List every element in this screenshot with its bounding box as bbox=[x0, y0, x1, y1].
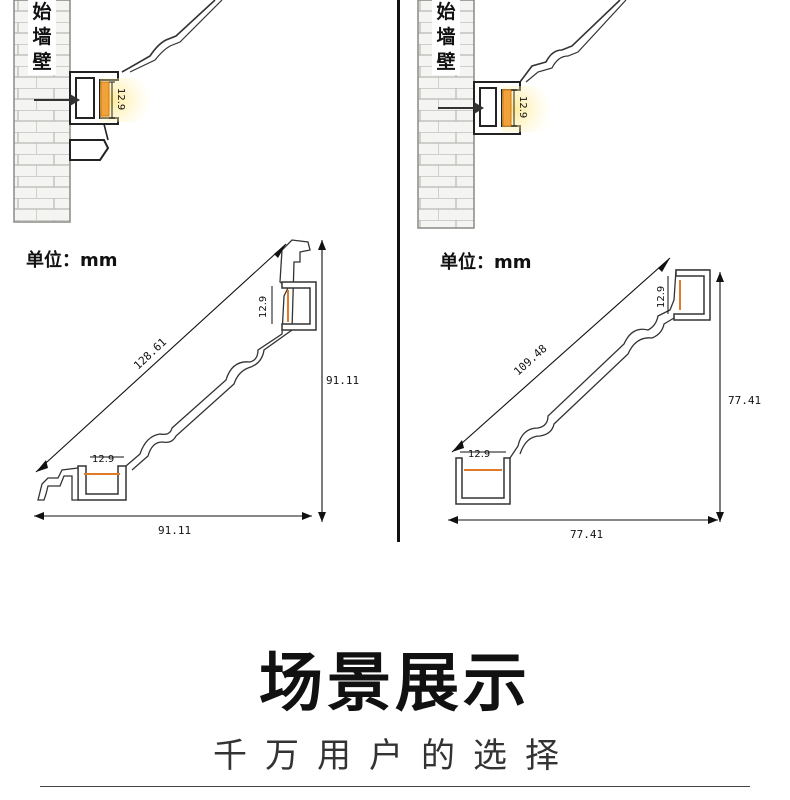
right-width-dim: 77.41 bbox=[570, 528, 603, 541]
left-unit-label: 单位：mm bbox=[26, 250, 118, 271]
left-diagram-panel: 12.9 128.61 12.9 12.9 91.11 91.11 始 墙 壁 bbox=[0, 0, 398, 545]
cornice-outline bbox=[121, 0, 216, 73]
right-led-dim-label: 12.9 bbox=[517, 96, 528, 118]
center-divider bbox=[397, 0, 400, 542]
slanted-profile bbox=[509, 269, 709, 459]
left-wall-label: 始 墙 壁 bbox=[28, 0, 56, 75]
upper-channel bbox=[281, 281, 317, 331]
left-diagram-svg: 12.9 128.61 12.9 12.9 91.11 91.11 bbox=[13, 0, 359, 537]
right-inner-dim-top: 12.9 bbox=[656, 286, 667, 308]
scene-title: 场景展示 bbox=[259, 647, 531, 721]
left-inner-dim-top: 12.9 bbox=[258, 296, 269, 318]
left-diagonal-dim-line bbox=[35, 243, 287, 473]
right-inner-dim-bottom: 12.9 bbox=[468, 449, 490, 460]
right-diagonal-dim: 109.48 bbox=[511, 342, 549, 378]
left-led-dim-label: 12.9 bbox=[115, 88, 126, 110]
right-diagonal-dim-line bbox=[451, 257, 671, 453]
bottom-divider bbox=[40, 786, 750, 787]
lower-hook bbox=[37, 467, 79, 501]
left-width-dim: 91.11 bbox=[158, 524, 191, 537]
lower-channel bbox=[77, 465, 127, 501]
right-diagram-panel: 12.9 109.48 12.9 12.9 77.41 77.41 始 墙 壁 … bbox=[402, 0, 790, 545]
scene-subtitle: 千万用户的选择 bbox=[213, 736, 577, 776]
slanted-profile bbox=[125, 239, 311, 471]
cornice-outline bbox=[519, 0, 621, 83]
lower-channel bbox=[455, 457, 511, 505]
left-inner-dim-bottom: 12.9 bbox=[92, 454, 114, 465]
right-unit-label: 单位：mm bbox=[440, 252, 532, 273]
upper-channel bbox=[673, 269, 711, 321]
left-diagonal-dim: 128.61 bbox=[131, 336, 169, 373]
led-strip bbox=[100, 81, 110, 117]
right-wall-label: 始 墙 壁 bbox=[432, 0, 460, 75]
led-strip bbox=[502, 89, 512, 127]
left-height-dim: 91.11 bbox=[326, 374, 359, 387]
right-height-dim: 77.41 bbox=[728, 394, 761, 407]
